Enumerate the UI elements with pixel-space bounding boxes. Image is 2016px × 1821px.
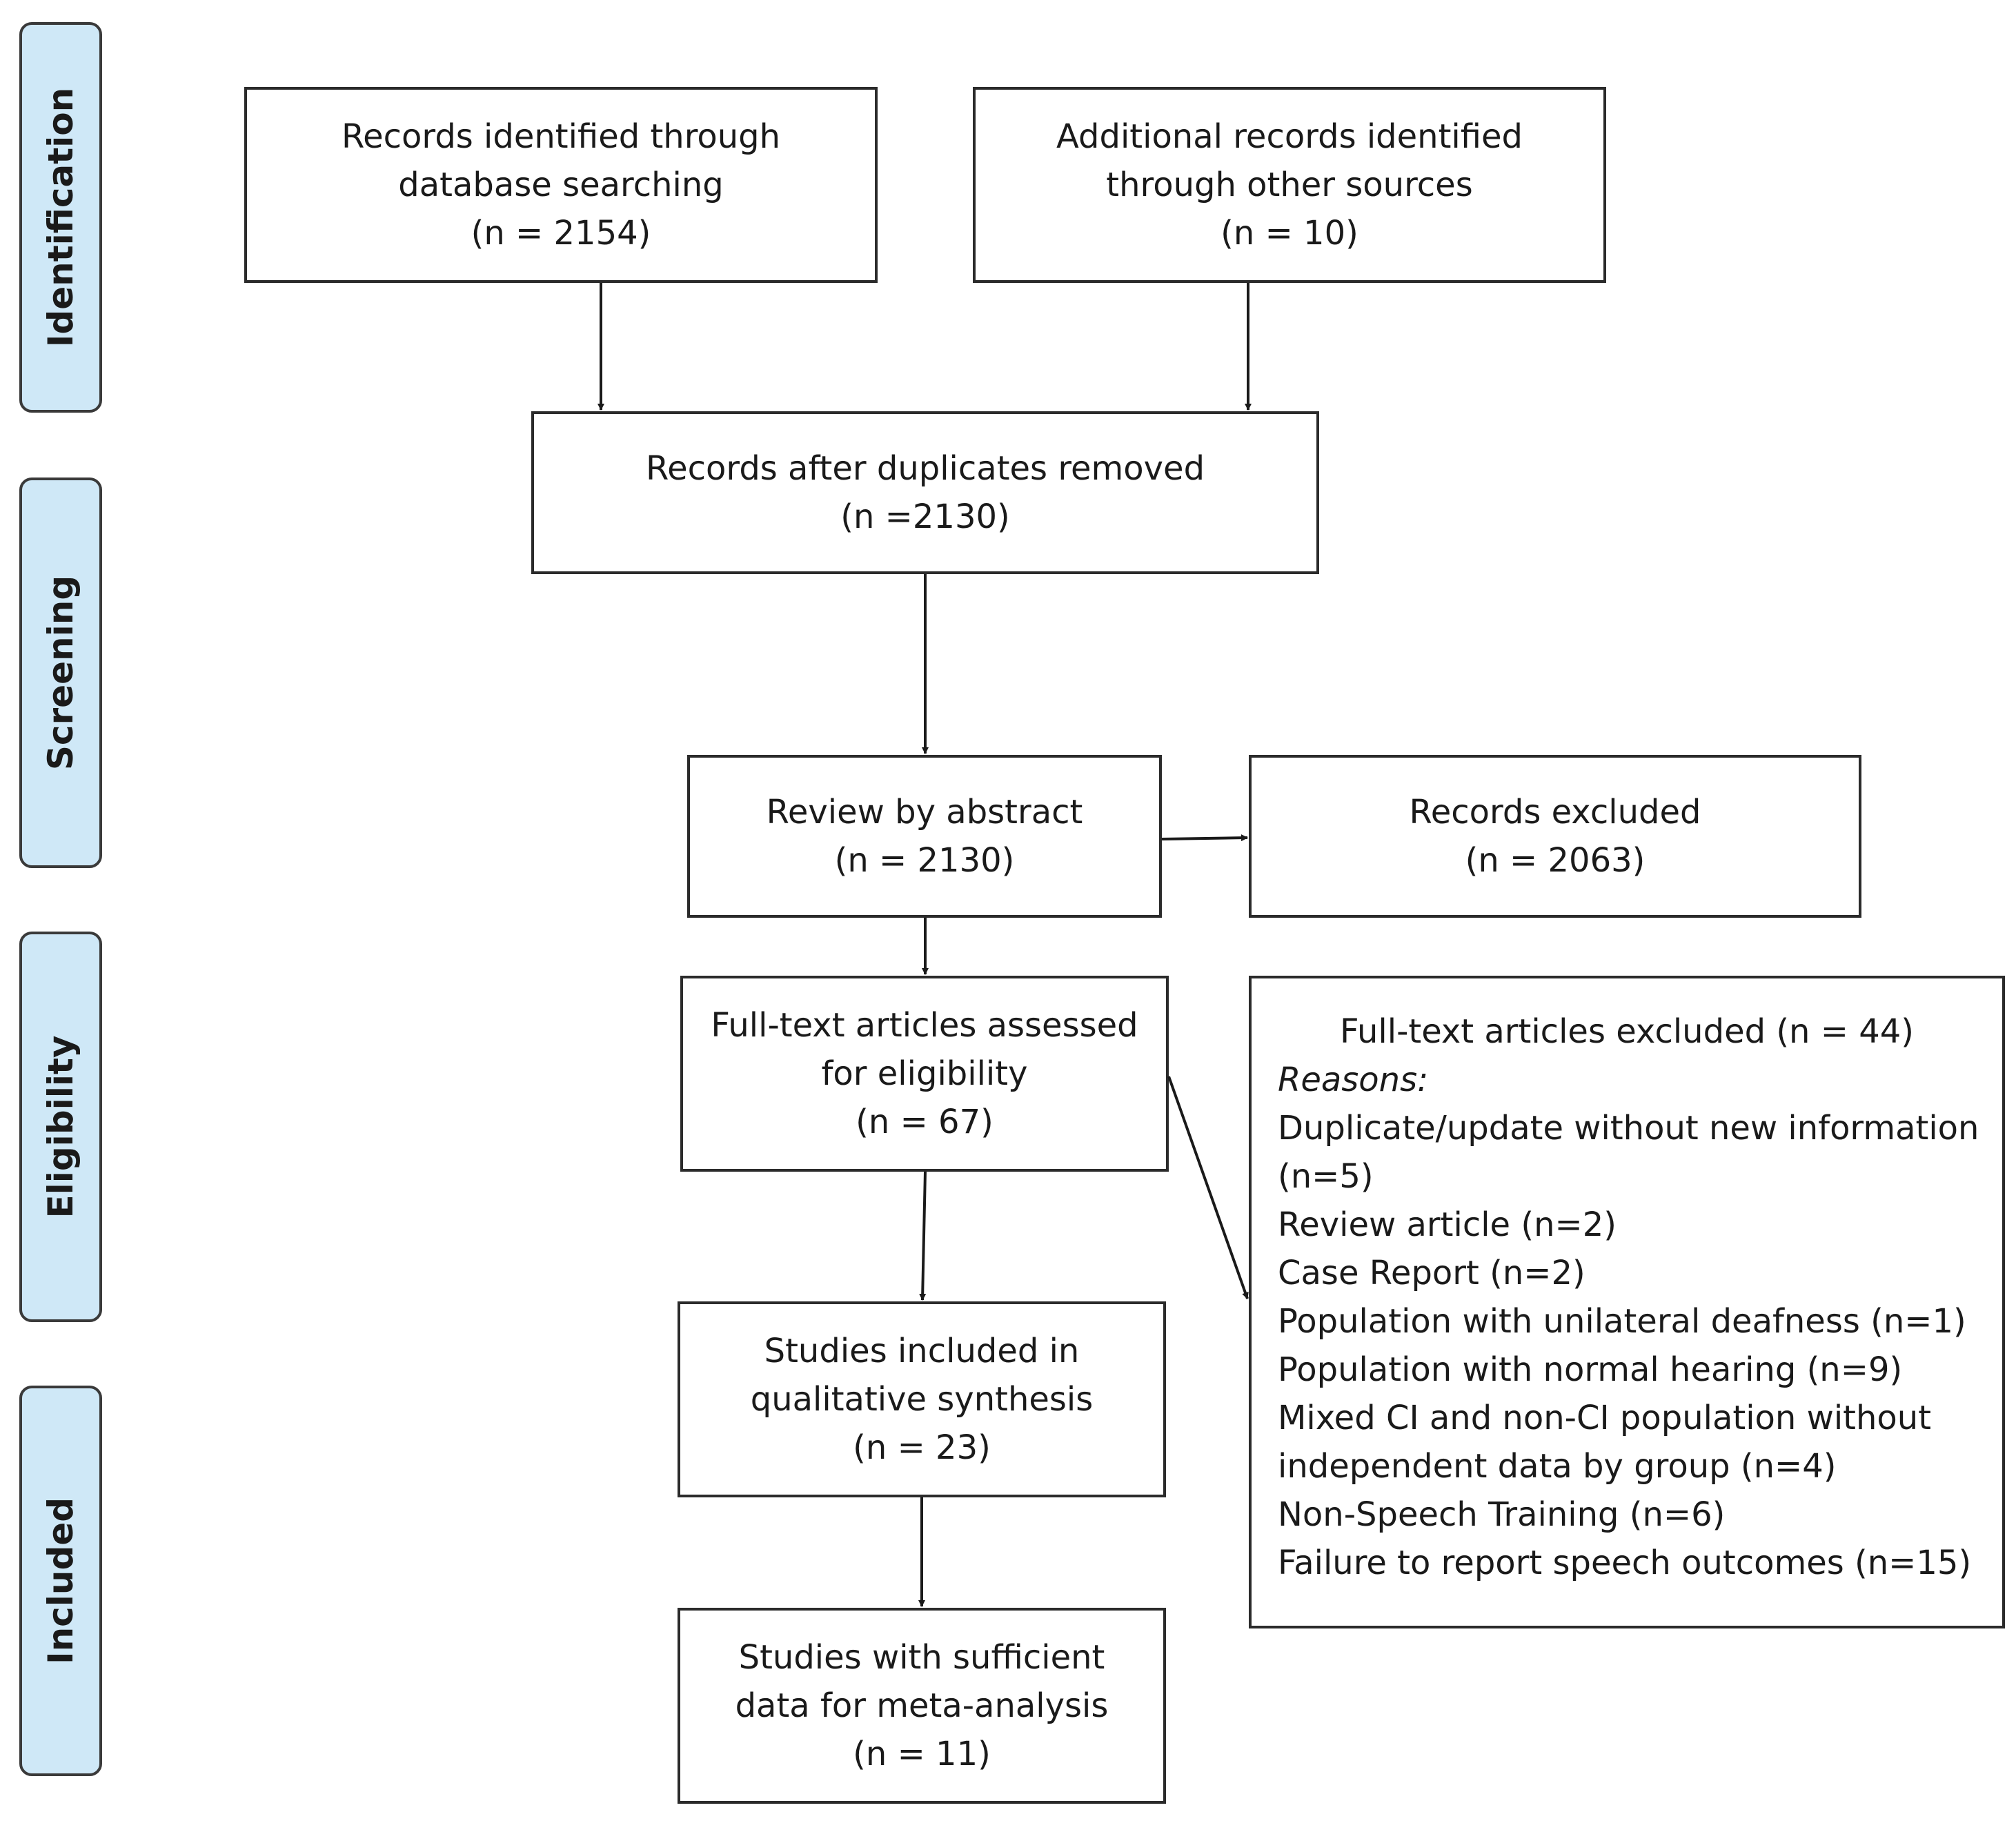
fulltext-excluded-header: Full-text articles excluded (n = 44) [1339,1012,1915,1051]
box-fulltext-excluded: Full-text articles excluded (n = 44) Rea… [1249,976,2005,1628]
box-line: Studies with sufficient [738,1638,1105,1677]
box-line: data for meta-analysis [735,1686,1109,1725]
reason-item: independent data by group (n=4) [1278,1447,1837,1486]
box-review-by-abstract: Review by abstract (n = 2130) [687,755,1162,918]
reason-item: Non-Speech Training (n=6) [1278,1495,1726,1534]
box-line: (n =2130) [840,498,1010,536]
stage-identification: Identification [19,22,102,413]
box-database-searching: Records identified through database sear… [244,87,878,283]
box-line: (n = 2063) [1465,841,1646,880]
reason-item: (n=5) [1278,1157,1374,1196]
box-line: Review by abstract [766,793,1083,831]
reason-item: Review article (n=2) [1278,1205,1617,1244]
box-records-excluded: Records excluded (n = 2063) [1249,755,1861,918]
box-duplicates-removed: Records after duplicates removed (n =213… [531,411,1319,574]
box-line: Records identified through [341,117,781,156]
arrow-fulltext-to-excluded [1167,1076,1249,1299]
box-line: Studies included in [764,1332,1080,1370]
box-line: (n = 2154) [471,214,651,253]
box-line: (n = 2130) [834,841,1015,880]
arrow-abstract-to-excluded [1161,834,1248,842]
reasons-label: Reasons: [1278,1061,1429,1099]
box-line: Additional records identified [1056,117,1523,156]
box-line: qualitative synthesis [750,1380,1094,1419]
box-line: (n = 11) [853,1735,991,1773]
box-line: database searching [398,166,724,204]
arrow-fulltext-to-qualitative [919,1171,927,1301]
reason-item: Population with normal hearing (n=9) [1278,1350,1903,1389]
reason-item: Mixed CI and non-CI population without [1278,1399,1932,1437]
reason-item: Duplicate/update without new information [1278,1109,1979,1148]
box-line: (n = 67) [856,1103,994,1141]
box-meta-analysis: Studies with sufficient data for meta-an… [678,1608,1166,1804]
stage-included: Included [19,1386,102,1776]
box-line: for eligibility [821,1054,1028,1093]
box-line: through other sources [1106,166,1473,204]
box-qualitative-synthesis: Studies included in qualitative synthesi… [678,1301,1166,1497]
stage-eligibility: Eligibility [19,932,102,1322]
reason-item: Failure to report speech outcomes (n=15) [1278,1544,1972,1582]
reason-item: Population with unilateral deafness (n=1… [1278,1302,1966,1341]
box-line: Full-text articles assessed [711,1006,1138,1045]
box-line: Records excluded [1409,793,1701,831]
box-line: (n = 10) [1221,214,1358,253]
box-line: (n = 23) [853,1428,991,1467]
stage-screening: Screening [19,478,102,868]
box-other-sources: Additional records identified through ot… [973,87,1606,283]
box-fulltext-assessed: Full-text articles assessed for eligibil… [680,976,1169,1172]
box-line: Records after duplicates removed [645,449,1205,488]
reason-item: Case Report (n=2) [1278,1254,1585,1292]
